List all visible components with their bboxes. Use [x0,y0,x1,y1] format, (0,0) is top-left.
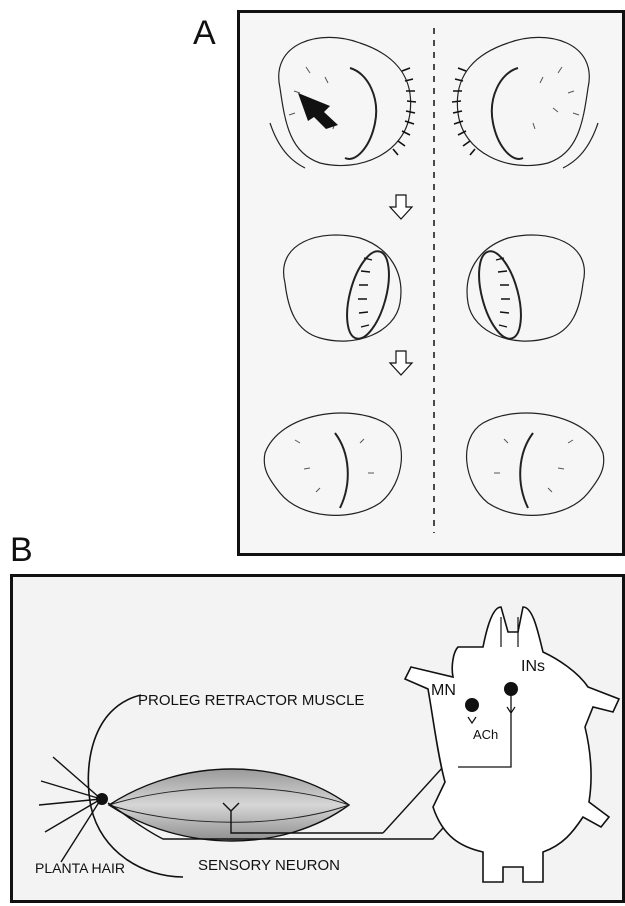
pointer-arrow [298,93,338,129]
ach-label: ACh [473,727,498,742]
planta-hair-label: PLANTA HAIR [35,860,125,876]
left-proleg-bottom [264,413,401,515]
panel-b-circuit: PROLEG RETRACTOR MUSCLE SENSORY NEURON P… [10,574,625,903]
right-proleg-top [457,37,589,165]
left-proleg-middle [284,235,401,341]
muscle-label: PROLEG RETRACTOR MUSCLE [138,692,364,709]
down-arrow-1 [390,195,412,219]
right-proleg-bottom [467,413,604,515]
panel-label-a: A [193,16,216,50]
proleg-pair-row2 [284,235,585,343]
mn-label: MN [431,682,456,699]
panel-label-b: B [10,533,33,567]
reflex-circuit-diagram: PROLEG RETRACTOR MUSCLE SENSORY NEURON P… [13,577,625,906]
proleg-retractor-muscle [109,769,349,841]
ins-label: INs [521,658,545,675]
sensory-neuron-label: SENSORY NEURON [198,857,340,874]
down-arrow-2 [390,351,412,375]
mn-cell-body [465,698,479,712]
sensory-cell-body [96,793,108,805]
left-proleg-top [279,37,411,165]
panel-a-illustration [237,10,625,556]
right-proleg-middle [467,235,584,341]
proleg-drawings [240,13,625,559]
ganglion-outline [405,607,619,882]
